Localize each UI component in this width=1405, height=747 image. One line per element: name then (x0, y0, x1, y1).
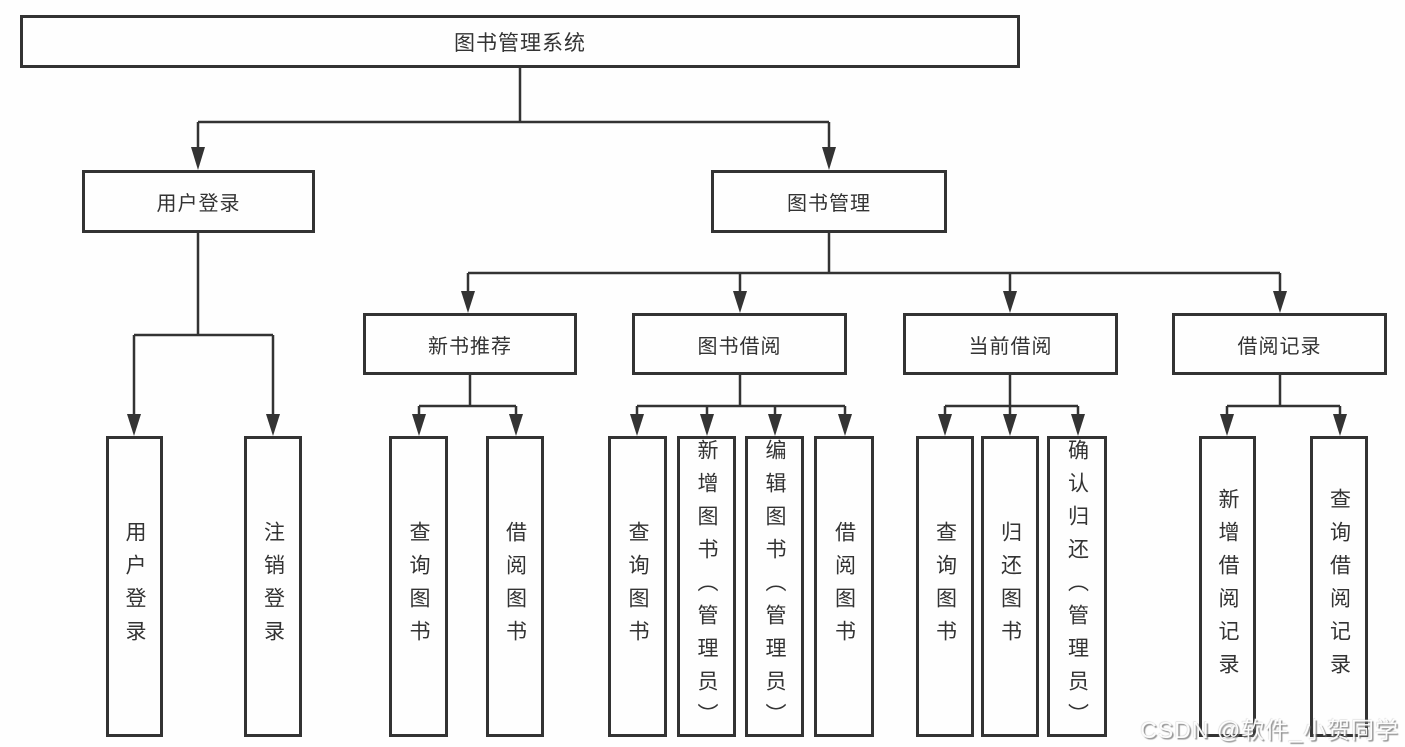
leaf-user-login: 用户登录 (106, 436, 163, 737)
leaf-label: 查询图书 (626, 520, 649, 653)
leaf-label: 借阅图书 (503, 520, 527, 653)
leaf-label: 编辑图书（管理员） (763, 439, 786, 736)
leaf-logout: 注销登录 (244, 436, 302, 737)
node-book-borrow: 图书借阅 (632, 313, 847, 375)
leaf-confirm-return-admin: 确认归还（管理员） (1047, 436, 1107, 737)
leaf-label: 确认归还（管理员） (1065, 439, 1089, 736)
leaf-query-books-newbook: 查询图书 (389, 436, 448, 737)
csdn-watermark: CSDN @软件_小贺同学 (1140, 717, 1399, 743)
leaf-label: 新增图书（管理员） (695, 439, 718, 736)
leaf-label: 查询借阅记录 (1327, 487, 1351, 686)
leaf-label: 借阅图书 (832, 520, 856, 653)
leaf-borrow-books-newbook: 借阅图书 (486, 436, 544, 737)
leaf-label: 注销登录 (261, 520, 285, 653)
node-current-borrow: 当前借阅 (903, 313, 1118, 375)
node-user-login: 用户登录 (82, 170, 315, 233)
leaf-query-books-borrow: 查询图书 (608, 436, 667, 737)
leaf-return-books: 归还图书 (981, 436, 1039, 737)
leaf-label: 查询图书 (407, 520, 430, 653)
leaf-query-books-current: 查询图书 (916, 436, 974, 737)
leaf-add-books-admin: 新增图书（管理员） (677, 436, 736, 737)
leaf-borrow-books: 借阅图书 (814, 436, 874, 737)
node-library-system-root: 图书管理系统 (20, 15, 1020, 68)
leaf-query-borrow-record: 查询借阅记录 (1310, 436, 1368, 737)
node-borrow-records: 借阅记录 (1172, 313, 1387, 375)
node-book-management: 图书管理 (711, 170, 947, 233)
leaf-label: 新增借阅记录 (1216, 487, 1239, 686)
leaf-label: 归还图书 (998, 520, 1022, 653)
node-new-book-recommend: 新书推荐 (363, 313, 577, 375)
leaf-label: 用户登录 (123, 520, 146, 653)
leaf-label: 查询图书 (933, 520, 957, 653)
leaf-edit-books-admin: 编辑图书（管理员） (745, 436, 804, 737)
arrowhead-icons (127, 147, 1347, 436)
leaf-add-borrow-record: 新增借阅记录 (1199, 436, 1256, 737)
